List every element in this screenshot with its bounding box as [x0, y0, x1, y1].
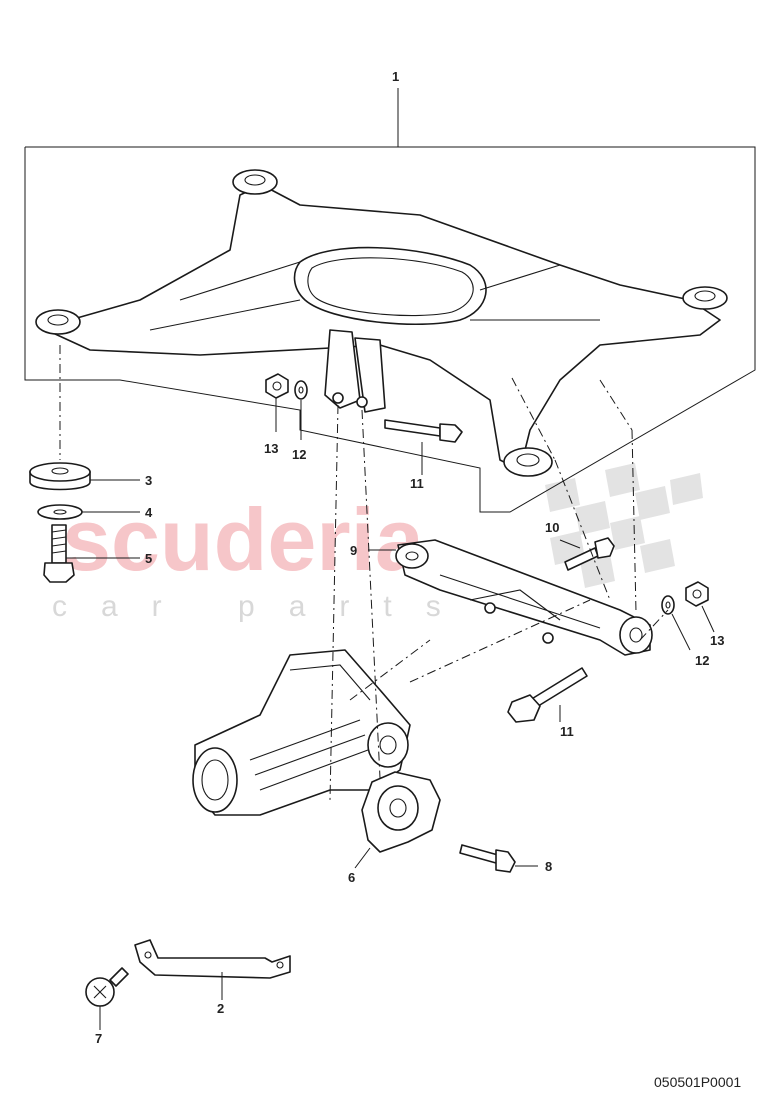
watermark: scuderia car parts — [52, 463, 703, 623]
callout-10: 10 — [545, 520, 559, 535]
callout-7: 7 — [95, 1031, 102, 1046]
callout-11-upper: 11 — [410, 476, 424, 491]
rear-subframe — [35, 169, 728, 477]
bolt-8 — [459, 844, 538, 873]
nut-13-right — [685, 581, 715, 633]
callout-9: 9 — [350, 543, 357, 558]
bolt-7 — [85, 967, 129, 1030]
callouts: 1 2 3 4 5 6 7 8 9 10 11 11 12 12 13 13 — [95, 69, 724, 1046]
bolt-11-lower — [507, 667, 588, 723]
callout-13-right: 13 — [710, 633, 724, 648]
diagram-reference-code: 050501P0001 — [654, 1074, 741, 1090]
callout-12-right: 12 — [695, 653, 709, 668]
bolt-11-upper — [384, 419, 463, 475]
assembly-frame — [24, 146, 756, 513]
watermark-brand: scuderia — [62, 490, 425, 589]
rubber-bushing-3 — [29, 462, 140, 491]
mounting-bracket-6 — [354, 771, 441, 869]
nut-13-left — [265, 373, 289, 432]
washer-12-left — [294, 380, 308, 440]
watermark-tagline: car parts — [52, 590, 475, 623]
callout-6: 6 — [348, 870, 355, 885]
bolt-5 — [43, 524, 140, 583]
callout-2: 2 — [217, 1001, 224, 1016]
callout-12-left: 12 — [292, 447, 306, 462]
callout-8: 8 — [545, 859, 552, 874]
callout-4: 4 — [145, 505, 153, 520]
callout-3: 3 — [145, 473, 152, 488]
washer-12-right — [661, 595, 691, 651]
bracket-2 — [134, 939, 291, 1000]
alignment-lines — [329, 377, 669, 801]
callout-11-lower: 11 — [560, 724, 574, 739]
washer-4 — [37, 504, 140, 520]
callout-1: 1 — [392, 69, 399, 84]
callout-5: 5 — [145, 551, 152, 566]
crossmember-9 — [368, 539, 653, 656]
bolt-10 — [559, 537, 615, 571]
callout-13-left: 13 — [264, 441, 278, 456]
checkered-flag-graphic — [545, 463, 703, 588]
